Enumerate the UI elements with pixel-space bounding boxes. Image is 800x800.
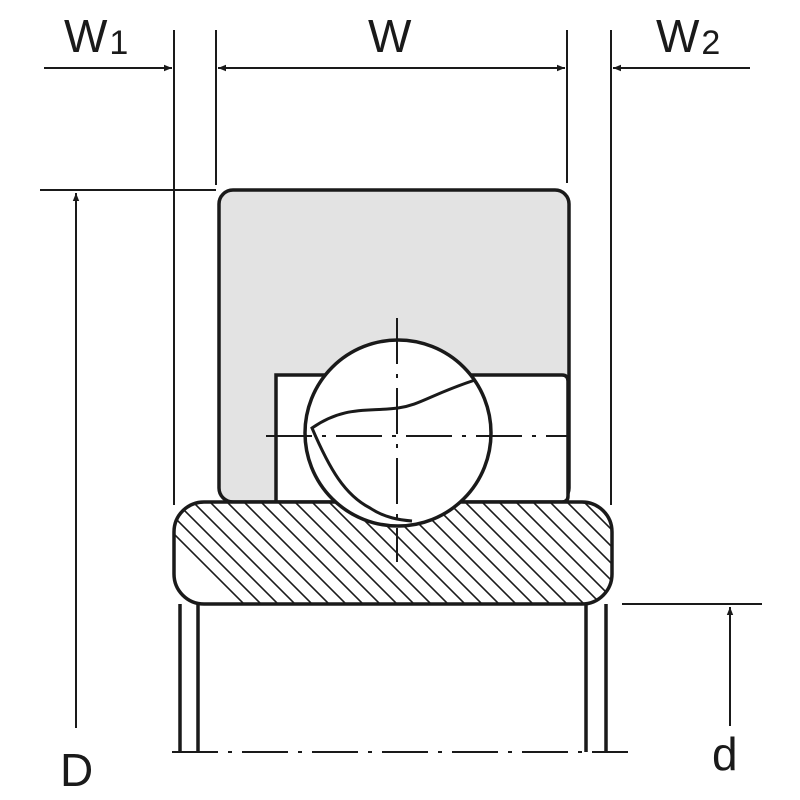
hatch-line	[462, 502, 570, 604]
hatch-line	[326, 502, 434, 604]
hatch-line	[241, 502, 349, 604]
hatch-line	[564, 502, 612, 604]
hatch-line	[667, 500, 773, 606]
hatch-line	[496, 502, 604, 604]
hatch-line	[258, 502, 366, 604]
outer-diameter-label: D	[60, 744, 93, 796]
w-label: W	[368, 10, 412, 62]
hatch-line	[207, 502, 315, 604]
hatch-line	[650, 500, 756, 606]
hatch-line	[581, 502, 612, 604]
hatch-line	[190, 502, 298, 604]
hatch-line	[530, 502, 612, 604]
hatch-line	[309, 502, 417, 604]
hatch-line	[684, 500, 790, 606]
bore-diameter-label: d	[712, 728, 738, 780]
inner-ring-section	[172, 500, 800, 606]
hatch-line	[547, 502, 612, 604]
hatch-line	[479, 502, 587, 604]
hatch-line	[292, 502, 400, 604]
hatch-line	[275, 502, 383, 604]
hatch-line	[428, 502, 536, 604]
hatch-line	[633, 500, 739, 606]
hatch-line	[701, 500, 800, 606]
hatch-line	[718, 500, 800, 606]
hatch-line	[445, 502, 553, 604]
hatch-line	[616, 500, 722, 606]
bore-section	[178, 604, 608, 752]
hatch-line	[513, 502, 612, 604]
hatch-line	[598, 502, 612, 604]
w1-label: W1	[64, 10, 128, 62]
w2-label: W2	[656, 10, 720, 62]
hatch-line	[174, 502, 281, 604]
extension-lines	[40, 30, 762, 605]
hatch-line	[224, 502, 332, 604]
hatch-line	[174, 502, 247, 604]
